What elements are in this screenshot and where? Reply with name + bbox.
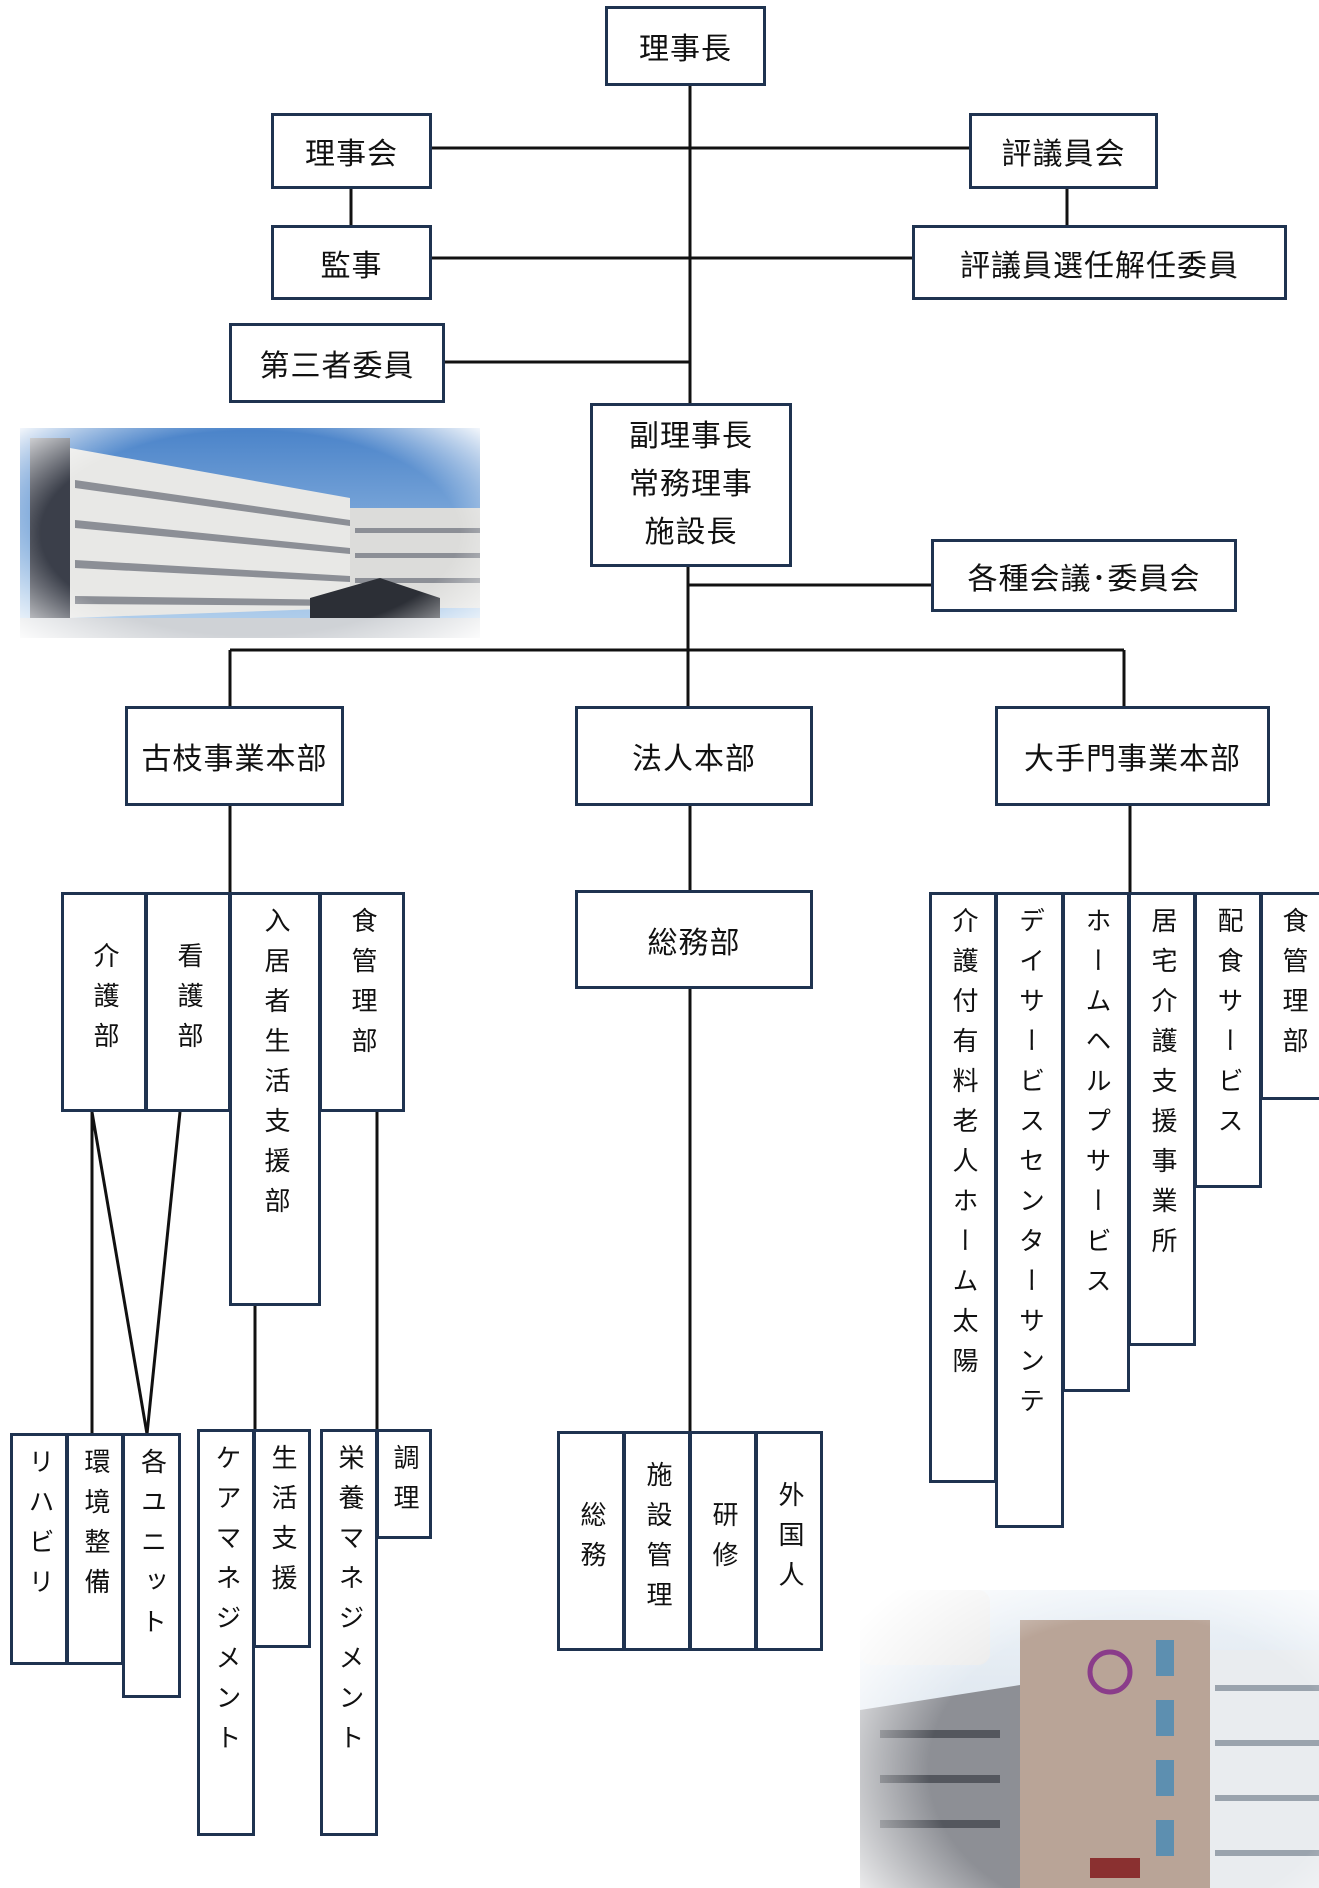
otemon-dept-6-label: 食管理部	[1278, 907, 1308, 1067]
kohie-dept-kaigo-label: 介護部	[89, 942, 119, 1062]
auditor-label: 監事	[320, 248, 383, 284]
otemon-division-label: 大手門事業本部	[1024, 742, 1241, 777]
facility-photo-otemon	[860, 1590, 1319, 1888]
otemon-dept-2-label: デイサービスセンターサンテ	[1014, 907, 1045, 1427]
soumu-dept-label: 総務部	[647, 925, 741, 961]
kohie-division-box: 古枝事業本部	[125, 706, 344, 806]
councilor-committee-box: 評議員選任解任委員	[912, 225, 1287, 300]
chairman-label: 理事長	[639, 32, 732, 67]
meetings-label: 各種会議･委員会	[967, 561, 1201, 597]
otemon-dept-4: 居宅介護支援事業所	[1128, 892, 1196, 1346]
kohie-dept-kango: 看護部	[145, 892, 231, 1112]
hojin-sub-gaikoku-label: 外国人	[774, 1481, 804, 1601]
councilors-box: 評議員会	[969, 113, 1158, 189]
otemon-dept-3-label: ホームヘルプサービス	[1081, 907, 1111, 1307]
chairman-box: 理事長	[605, 6, 766, 86]
hojin-sub-soumu: 総務	[557, 1431, 625, 1651]
kohie-division-label: 古枝事業本部	[141, 742, 328, 777]
board-box: 理事会	[271, 113, 432, 189]
soumu-dept-box: 総務部	[575, 890, 813, 989]
otemon-dept-6: 食管理部	[1260, 892, 1319, 1100]
facility-photo-kohie	[20, 428, 480, 638]
otemon-dept-2: デイサービスセンターサンテ	[995, 892, 1064, 1528]
kohie-dept-seikatsu-label: 入居者生活支援部	[260, 907, 290, 1227]
otemon-dept-1: 介護付有料老人ホーム太陽	[929, 892, 997, 1483]
kohie-sub-eiyou-label: 栄養マネジメント	[334, 1444, 364, 1764]
kohie-dept-shoku-label: 食管理部	[347, 907, 377, 1067]
otemon-dept-5: 配食サービス	[1194, 892, 1262, 1188]
otemon-division-box: 大手門事業本部	[995, 706, 1270, 806]
hojin-sub-shisetsu-label: 施設管理	[642, 1461, 672, 1621]
otemon-dept-5-label: 配食サービス	[1213, 907, 1243, 1147]
kohie-dept-seikatsu: 入居者生活支援部	[229, 892, 321, 1306]
kohie-sub-unit-label: 各ユニット	[136, 1448, 167, 1648]
kohie-sub-rehab: リハビリ	[10, 1433, 68, 1665]
hojin-sub-gaikoku: 外国人	[755, 1431, 823, 1651]
otemon-dept-3: ホームヘルプサービス	[1062, 892, 1130, 1392]
kohie-sub-caremgmt-label: ケアマネジメント	[211, 1444, 241, 1764]
otemon-dept-1-label: 介護付有料老人ホーム太陽	[948, 907, 978, 1387]
kohie-sub-seikatsu-label: 生活支援	[267, 1444, 297, 1604]
vice-box: 副理事長 常務理事 施設長	[590, 403, 792, 567]
meetings-box: 各種会議･委員会	[931, 539, 1237, 612]
hojin-division-box: 法人本部	[575, 706, 813, 806]
kohie-dept-shoku: 食管理部	[319, 892, 405, 1112]
hojin-division-label: 法人本部	[632, 742, 756, 777]
otemon-dept-4-label: 居宅介護支援事業所	[1147, 907, 1177, 1267]
kohie-sub-chouri-label: 調理	[389, 1444, 419, 1524]
kohie-sub-eiyou: 栄養マネジメント	[320, 1429, 378, 1836]
kohie-sub-caremgmt: ケアマネジメント	[197, 1429, 255, 1836]
board-label: 理事会	[305, 137, 398, 172]
kohie-dept-kaigo: 介護部	[61, 892, 147, 1112]
third-party-box: 第三者委員	[229, 323, 445, 403]
kohie-sub-rehab-label: リハビリ	[24, 1448, 54, 1608]
kohie-sub-chouri: 調理	[376, 1429, 432, 1539]
auditor-box: 監事	[271, 225, 432, 300]
third-party-label: 第三者委員	[259, 349, 415, 384]
vice-line-3: 施設長	[644, 515, 738, 550]
hojin-sub-kenshu-label: 研修	[708, 1501, 738, 1581]
hojin-sub-shisetsu: 施設管理	[623, 1431, 691, 1651]
councilors-label: 評議員会	[1001, 137, 1126, 172]
kohie-sub-kankyo-label: 環境整備	[80, 1448, 110, 1608]
vice-line-1: 副理事長	[629, 419, 753, 454]
kohie-dept-kango-label: 看護部	[173, 942, 203, 1062]
hojin-sub-soumu-label: 総務	[576, 1501, 606, 1581]
councilor-committee-label: 評議員選任解任委員	[960, 248, 1239, 284]
vice-line-2: 常務理事	[629, 467, 753, 502]
hojin-sub-kenshu: 研修	[689, 1431, 757, 1651]
kohie-sub-unit: 各ユニット	[122, 1433, 181, 1698]
kohie-sub-kankyo: 環境整備	[66, 1433, 124, 1665]
kohie-sub-seikatsu: 生活支援	[253, 1429, 311, 1648]
